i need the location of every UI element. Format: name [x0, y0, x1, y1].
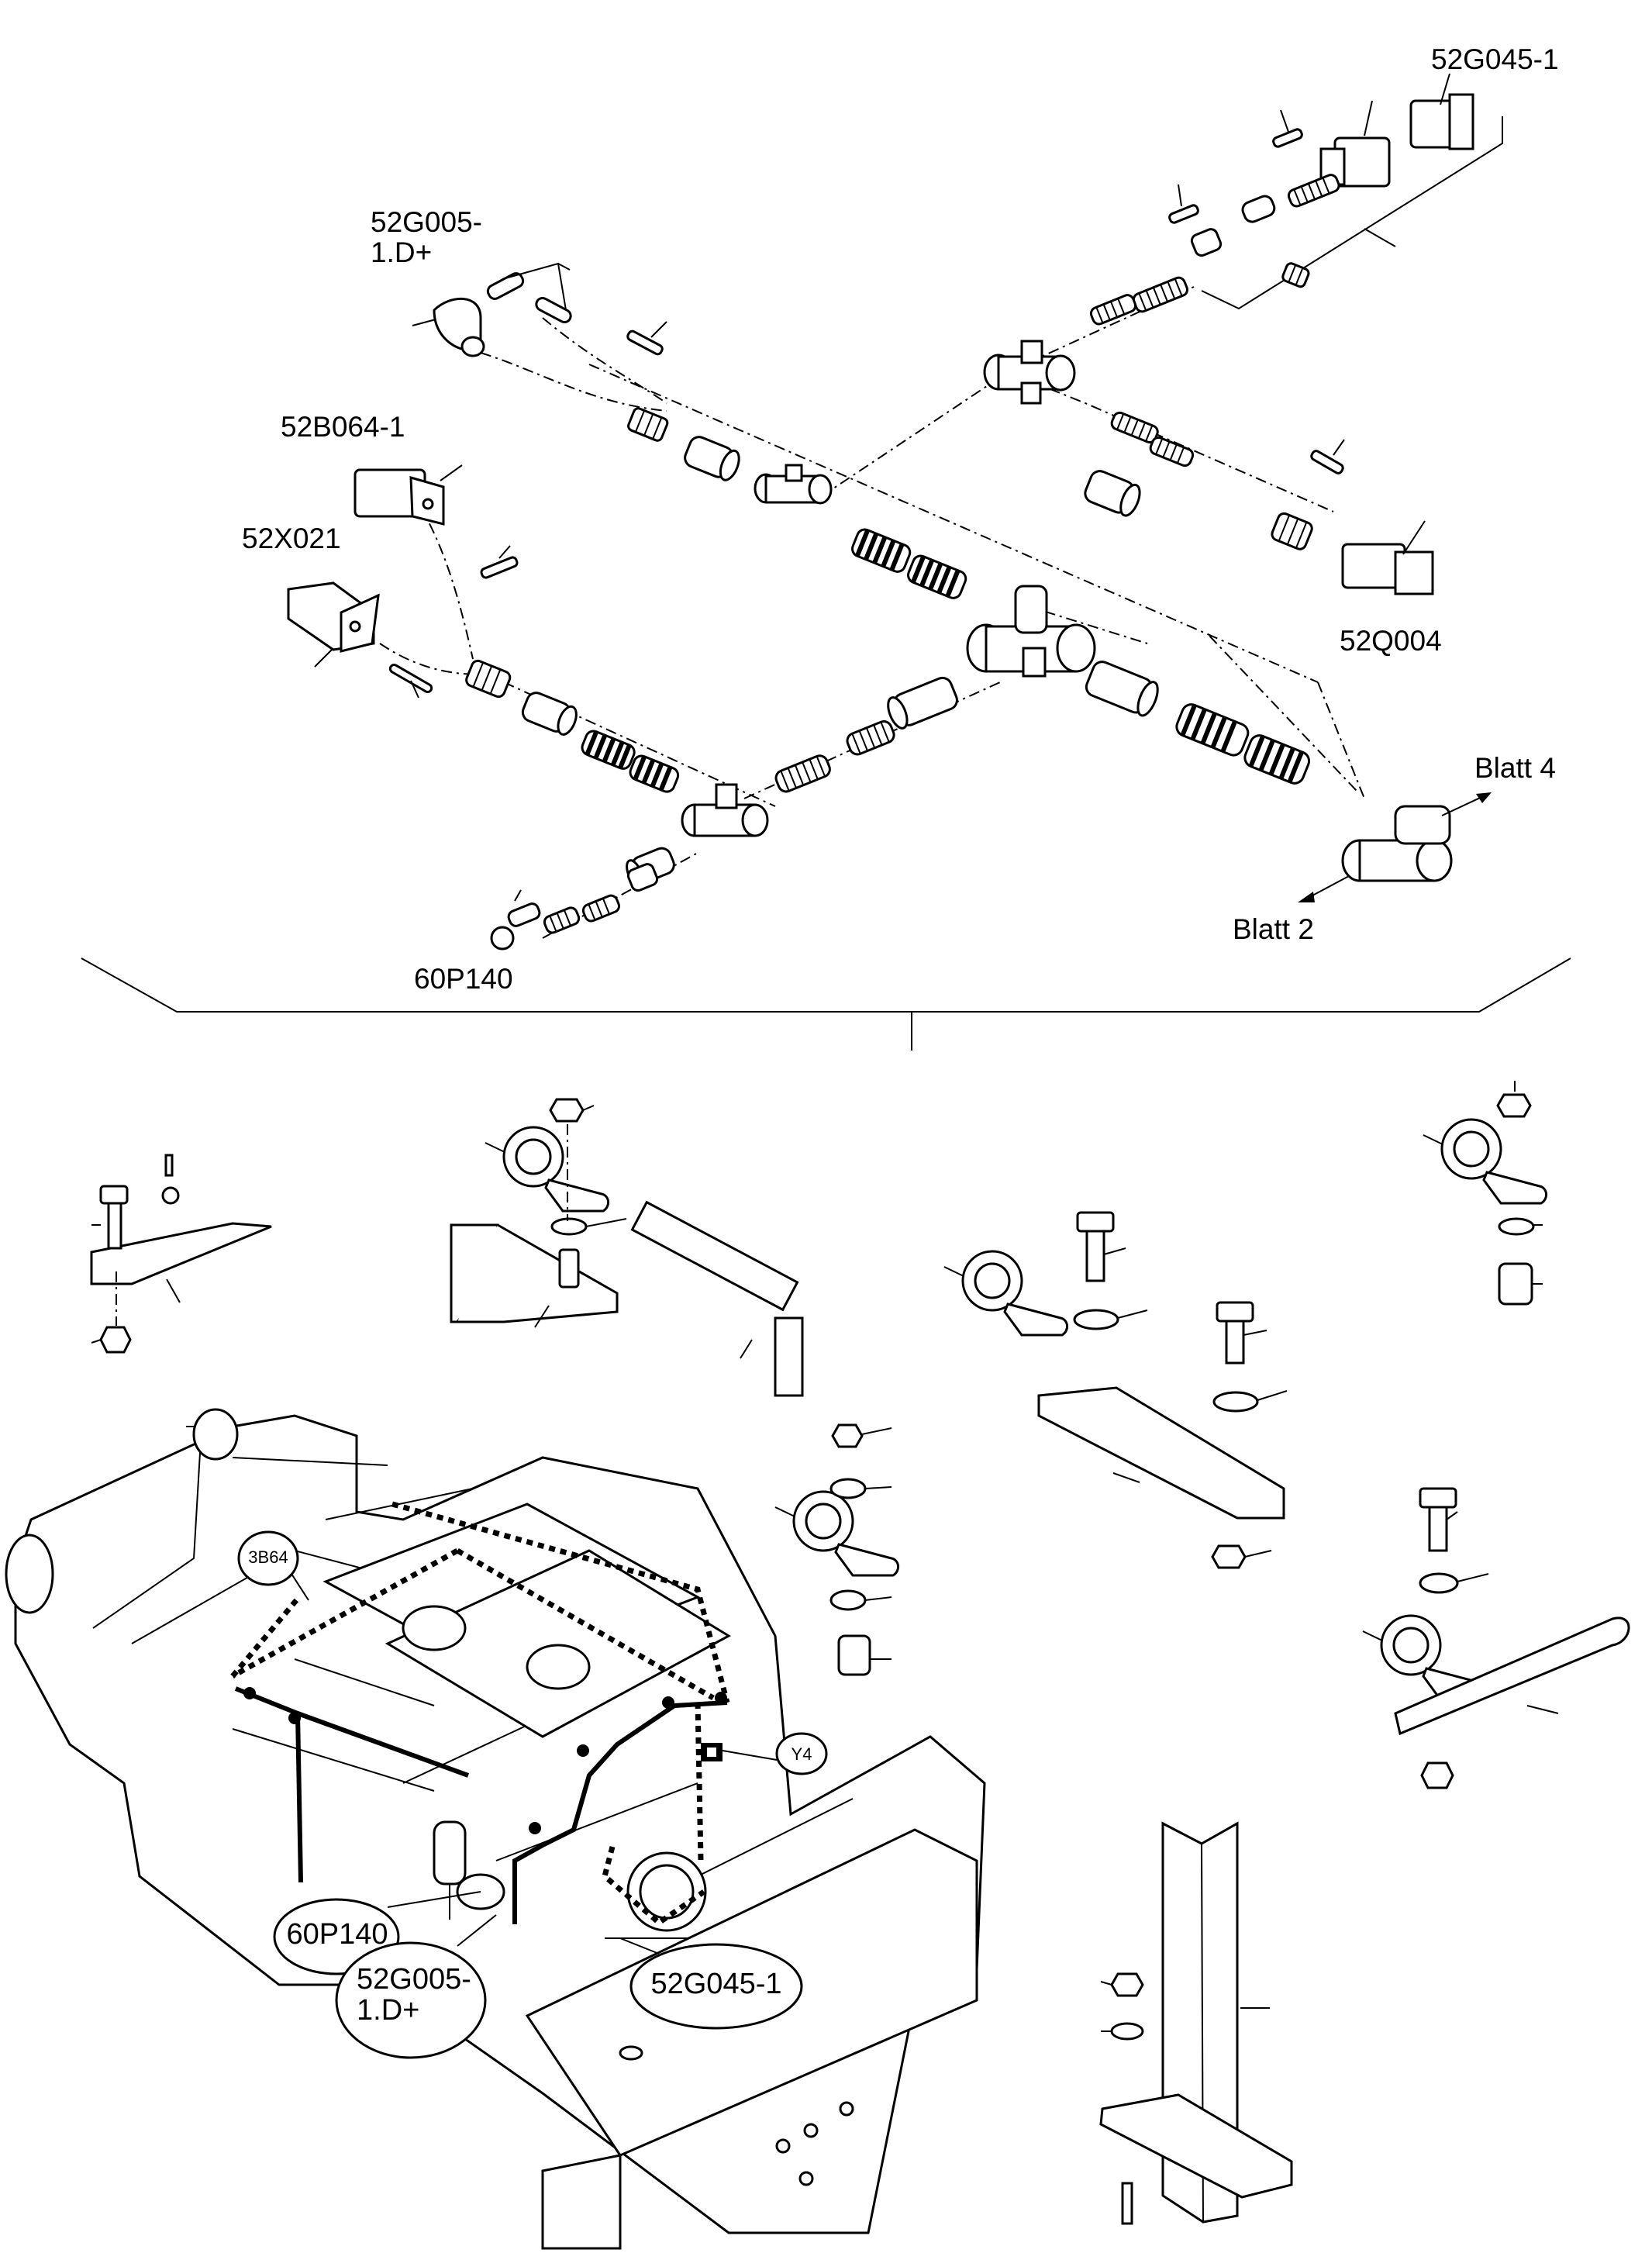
- label-52G045-1-top: 52G045-1: [1431, 43, 1559, 75]
- terminal-60P140: [490, 889, 541, 951]
- label-52B064-1: 52B064-1: [281, 411, 405, 443]
- connector-52G005: [412, 262, 572, 357]
- harness-exploded-view: [81, 73, 1571, 1051]
- label-52G005-top: 52G005- 1.D+: [371, 206, 482, 268]
- engine-harness: [230, 1501, 778, 1927]
- callout-52G045-1: 52G045-1: [650, 1968, 782, 2000]
- bracket-52G045-1: [1201, 116, 1503, 310]
- connector-52X021: [287, 581, 380, 668]
- pin-parts: [388, 109, 1345, 699]
- fittings: [465, 228, 1313, 892]
- corrugated-tubes: [543, 174, 1340, 934]
- bracket-l-center: [450, 1200, 804, 1397]
- label-60P140-top: 60P140: [414, 963, 513, 995]
- callout-Y4: Y4: [791, 1744, 812, 1764]
- bracket-plate-left: [90, 1154, 272, 1354]
- clamps: [485, 1118, 1547, 1701]
- label-52X021: 52X021: [242, 523, 341, 554]
- engine-assembly: [5, 1408, 986, 2250]
- fasteners: [549, 1081, 1630, 1789]
- support-post: [1099, 1821, 1293, 2225]
- label-blatt-4: Blatt 4: [1474, 752, 1556, 784]
- t-junctions: [681, 340, 1453, 882]
- callout-bubbles: [237, 1530, 828, 2059]
- label-52Q004: 52Q004: [1340, 625, 1442, 657]
- label-blatt-2: Blatt 2: [1233, 913, 1314, 945]
- callout-52G005: 52G005- 1.D+: [357, 1963, 471, 2027]
- connector-52G045-1: [1319, 73, 1474, 188]
- wire-lines: [379, 317, 667, 675]
- separator-line: [81, 957, 1571, 1013]
- callout-60P140: 60P140: [286, 1918, 388, 1951]
- connector-52B064-1: [354, 464, 463, 526]
- blatt-arrows: [1298, 792, 1492, 902]
- installation-view: [5, 1081, 1630, 2250]
- callout-3B64: 3B64: [248, 1547, 288, 1567]
- connector-52Q004: [1341, 520, 1434, 595]
- harness-route-main: [503, 286, 1365, 939]
